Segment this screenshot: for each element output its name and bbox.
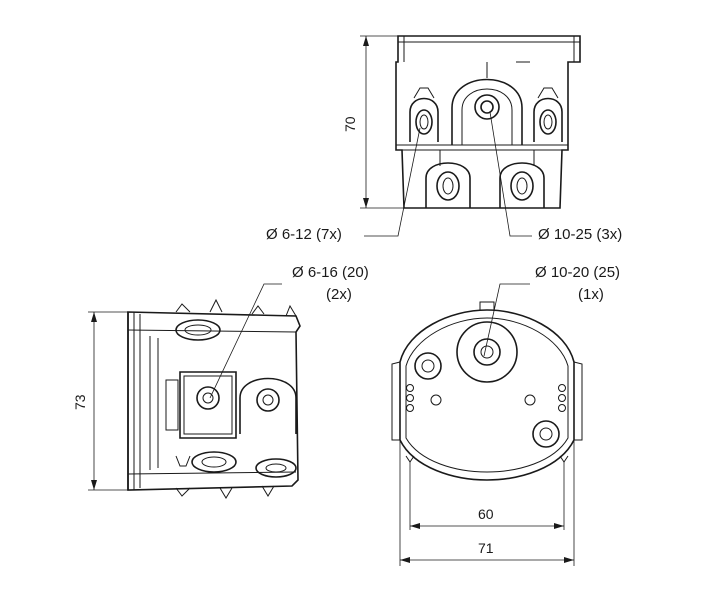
- bottom-view: [391, 301, 583, 481]
- dimension-front-height: [360, 35, 404, 209]
- dim-outer-width-value: 71: [478, 540, 494, 556]
- label-hole-large-top: Ø 10-25 (3x): [538, 226, 623, 243]
- dim-side-height-value: 73: [72, 394, 88, 410]
- leader-lines-front: [364, 111, 532, 237]
- side-view: [127, 298, 301, 499]
- label-hole-bottom-line1: Ø 10-20 (25): [535, 264, 621, 281]
- label-hole-bottom-line2: (1x): [578, 286, 604, 303]
- label-hole-small-top: Ø 6-12 (7x): [266, 226, 342, 243]
- dim-inner-width-value: 60: [478, 506, 494, 522]
- label-hole-side-line2: (2x): [326, 286, 352, 303]
- dimension-inner-width: [409, 462, 565, 530]
- leader-line-bottom: [483, 283, 530, 357]
- dimension-side-height: [88, 311, 128, 491]
- dimension-outer-width: [399, 440, 575, 566]
- label-hole-side-line1: Ø 6-16 (20): [292, 264, 369, 281]
- front-view: [395, 35, 581, 209]
- dim-front-height-value: 70: [342, 116, 358, 132]
- leader-line-side: [209, 283, 282, 399]
